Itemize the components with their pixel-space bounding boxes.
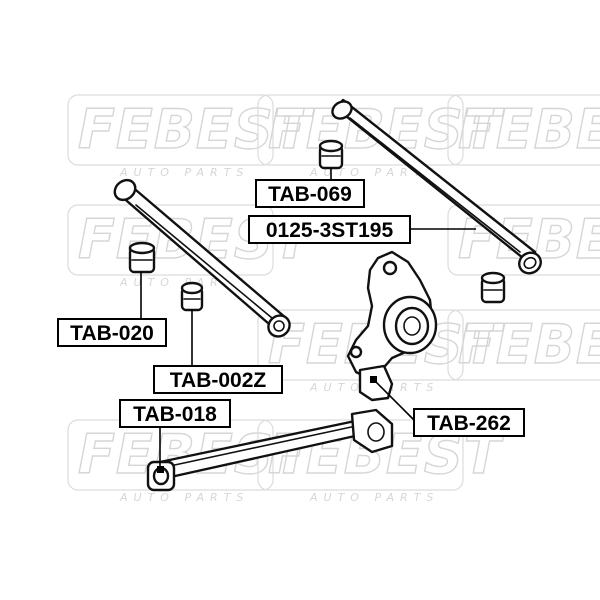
rod-end-bracket: [350, 408, 394, 454]
watermark-brand: FEBEST: [458, 98, 600, 161]
left-control-arm: [113, 178, 291, 338]
arm-end-eye: [518, 251, 542, 275]
watermark-frame: [257, 94, 464, 166]
label-box: [57, 318, 167, 347]
upper-right-control-arm: [331, 98, 542, 275]
arm-end-eye: [113, 178, 137, 202]
label-text: TAB-262: [427, 412, 511, 435]
label-box: [413, 408, 525, 437]
part-label-0125-3st195: 0125-3ST195: [248, 215, 411, 244]
watermark-1: FEBEST AUTO PARTS: [67, 94, 315, 179]
tab-262-marker: [370, 376, 377, 383]
knuckle-mount-hole: [349, 345, 363, 359]
bushing-top: [128, 241, 156, 255]
arm-end-hole: [273, 320, 285, 332]
label-box: [153, 365, 283, 394]
hub-center: [394, 306, 430, 346]
hub-bore: [403, 316, 421, 336]
watermark-frame: [67, 94, 274, 166]
watermark-tagline: AUTO PARTS: [119, 276, 249, 289]
arm-edge-line: [135, 204, 273, 319]
arm-end-eye: [331, 100, 353, 120]
part-label-tab-002z: TAB-002Z: [153, 365, 283, 394]
watermark-tagline: AUTO PARTS: [119, 166, 249, 179]
arm-edge-line: [349, 117, 521, 253]
label-text: TAB-069: [268, 183, 352, 206]
leader-tab-262: [373, 379, 417, 423]
label-text: 0125-3ST195: [266, 219, 394, 242]
label-box: [248, 215, 411, 244]
bushing-right-unlabeled: [480, 271, 506, 304]
watermark-tagline: AUTO PARTS: [119, 491, 249, 504]
knuckle-hub-assembly: [346, 250, 438, 402]
watermark-brand: FEBEST: [78, 98, 315, 161]
part-label-tab-020: TAB-020: [57, 318, 167, 347]
bushing-top: [480, 271, 506, 285]
bushing-tab-002z: [180, 281, 204, 312]
label-text: TAB-018: [133, 403, 217, 426]
knuckle-mount-hole: [382, 260, 398, 276]
label-box: [119, 399, 231, 428]
watermark-brand: FEBEST: [268, 98, 505, 161]
watermark-3: FEBEST: [447, 94, 600, 166]
rod-edge-line: [169, 425, 357, 467]
bushing-top: [318, 139, 344, 153]
bushing-tab-069: [318, 139, 344, 170]
watermark-7: FEBEST: [447, 309, 600, 381]
watermark-frame: [447, 94, 600, 166]
watermark-frame: [447, 204, 600, 276]
bushing-tab-020: [128, 241, 156, 274]
label-box: [255, 179, 365, 208]
bushing-top: [180, 281, 204, 295]
arm-end-hole: [523, 256, 537, 270]
watermark-tagline: AUTO PARTS: [309, 491, 439, 504]
watermark-2: FEBEST AUTO PARTS: [257, 94, 505, 179]
rod-end-hole: [367, 422, 385, 442]
label-text: TAB-002Z: [170, 369, 267, 392]
part-label-tab-018: TAB-018: [119, 399, 231, 428]
part-label-tab-069: TAB-069: [255, 179, 365, 208]
label-text: TAB-020: [70, 322, 154, 345]
watermark-brand: FEBEST: [458, 313, 600, 376]
watermark-frame: [447, 309, 600, 381]
leader-lines: [140, 168, 476, 470]
lower-link-rod: [146, 408, 394, 492]
arm-end-eye: [267, 314, 291, 338]
part-label-tab-262: TAB-262: [413, 408, 525, 437]
watermark-tagline: AUTO PARTS: [309, 166, 439, 179]
